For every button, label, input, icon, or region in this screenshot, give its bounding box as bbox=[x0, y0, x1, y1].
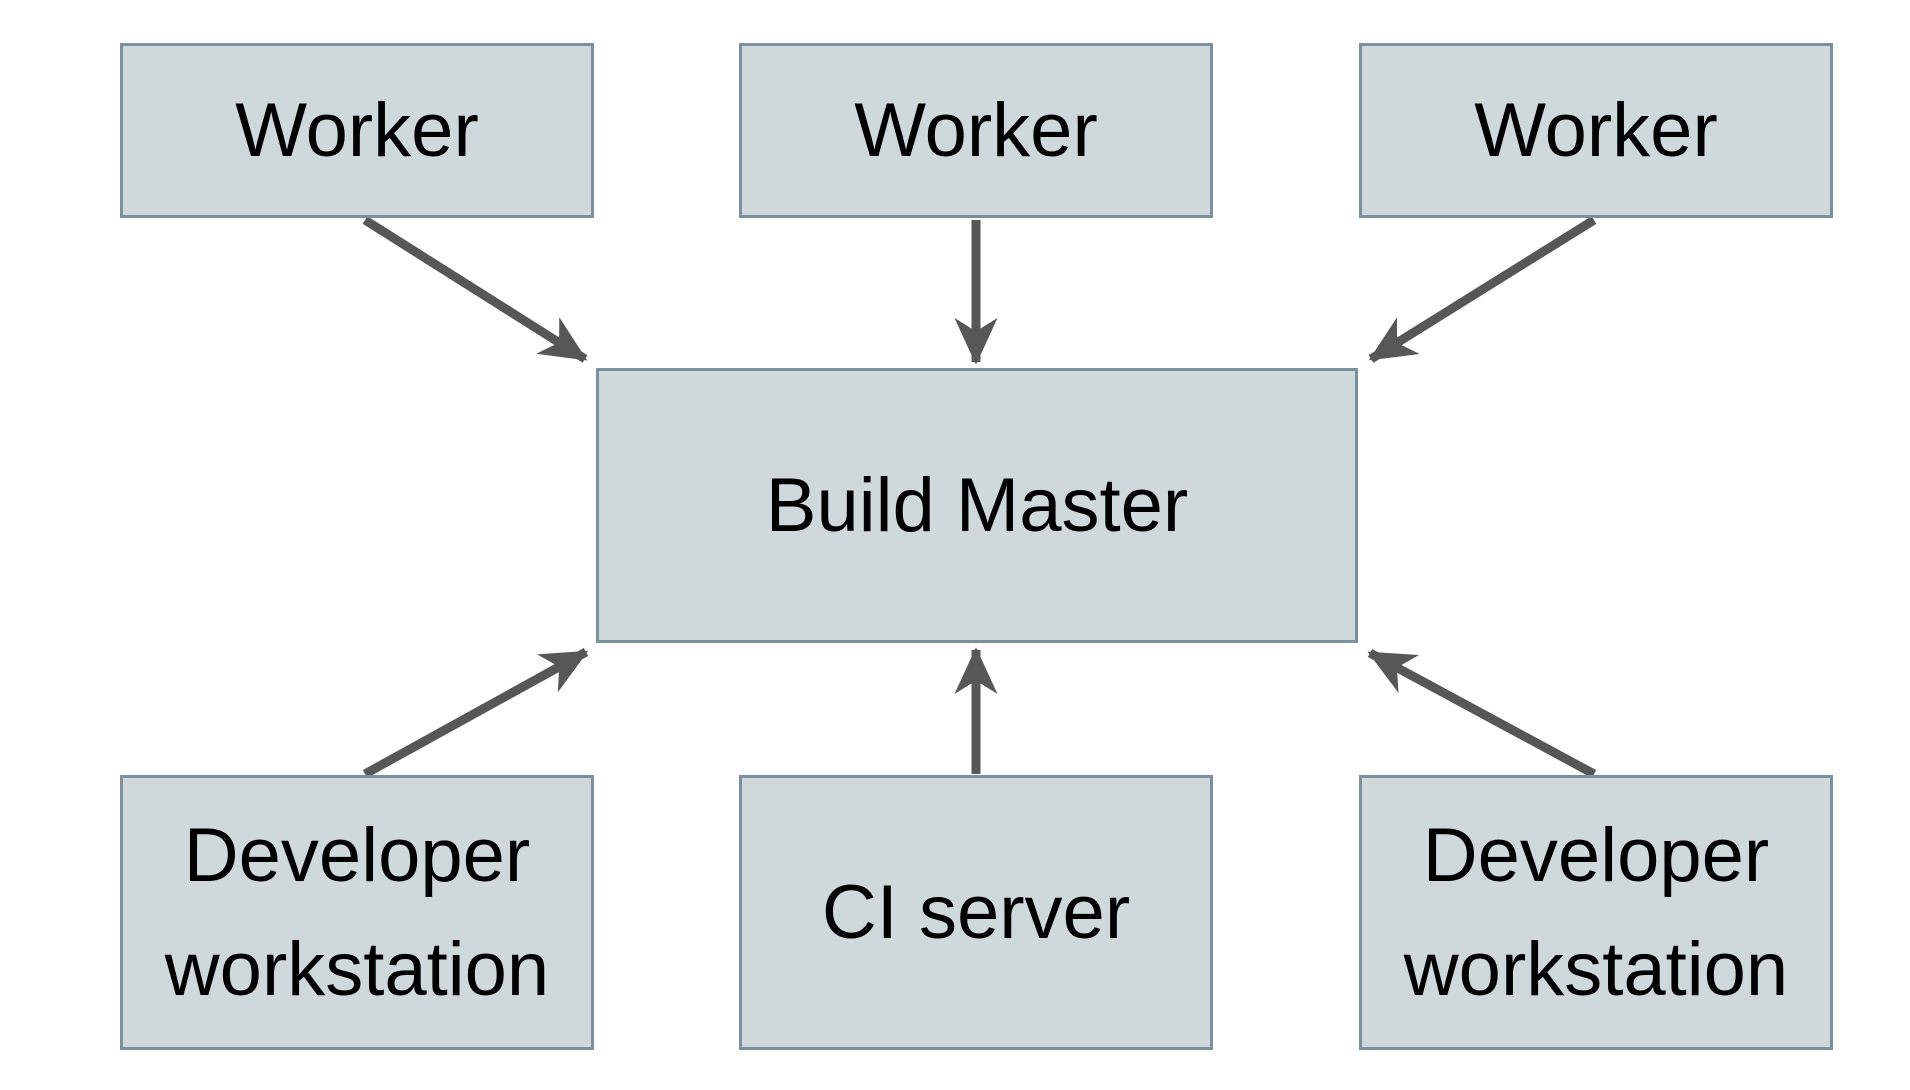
node-build-master: Build Master bbox=[596, 368, 1358, 643]
node-worker-2: Worker bbox=[739, 43, 1213, 218]
arrow-dev-left-to-build-master bbox=[362, 648, 589, 778]
node-build-master-label: Build Master bbox=[765, 462, 1189, 548]
node-worker-1-label: Worker bbox=[235, 87, 479, 173]
node-worker-3: Worker bbox=[1359, 43, 1833, 218]
node-ci-server-label: CI server bbox=[821, 869, 1131, 955]
node-worker-1: Worker bbox=[120, 43, 594, 218]
arrow-dev-right-to-build-master bbox=[1367, 649, 1597, 778]
node-developer-workstation-left-label: Developer workstation bbox=[164, 812, 550, 1012]
node-developer-workstation-right: Developer workstation bbox=[1359, 775, 1833, 1050]
node-developer-workstation-left: Developer workstation bbox=[120, 775, 594, 1050]
node-developer-workstation-right-label: Developer workstation bbox=[1403, 812, 1789, 1012]
arrow-worker-3-to-build-master bbox=[1368, 216, 1597, 363]
node-worker-3-label: Worker bbox=[1474, 87, 1718, 173]
node-worker-2-label: Worker bbox=[854, 87, 1098, 173]
arrow-worker-1-to-build-master bbox=[362, 216, 588, 363]
node-ci-server: CI server bbox=[739, 775, 1213, 1050]
